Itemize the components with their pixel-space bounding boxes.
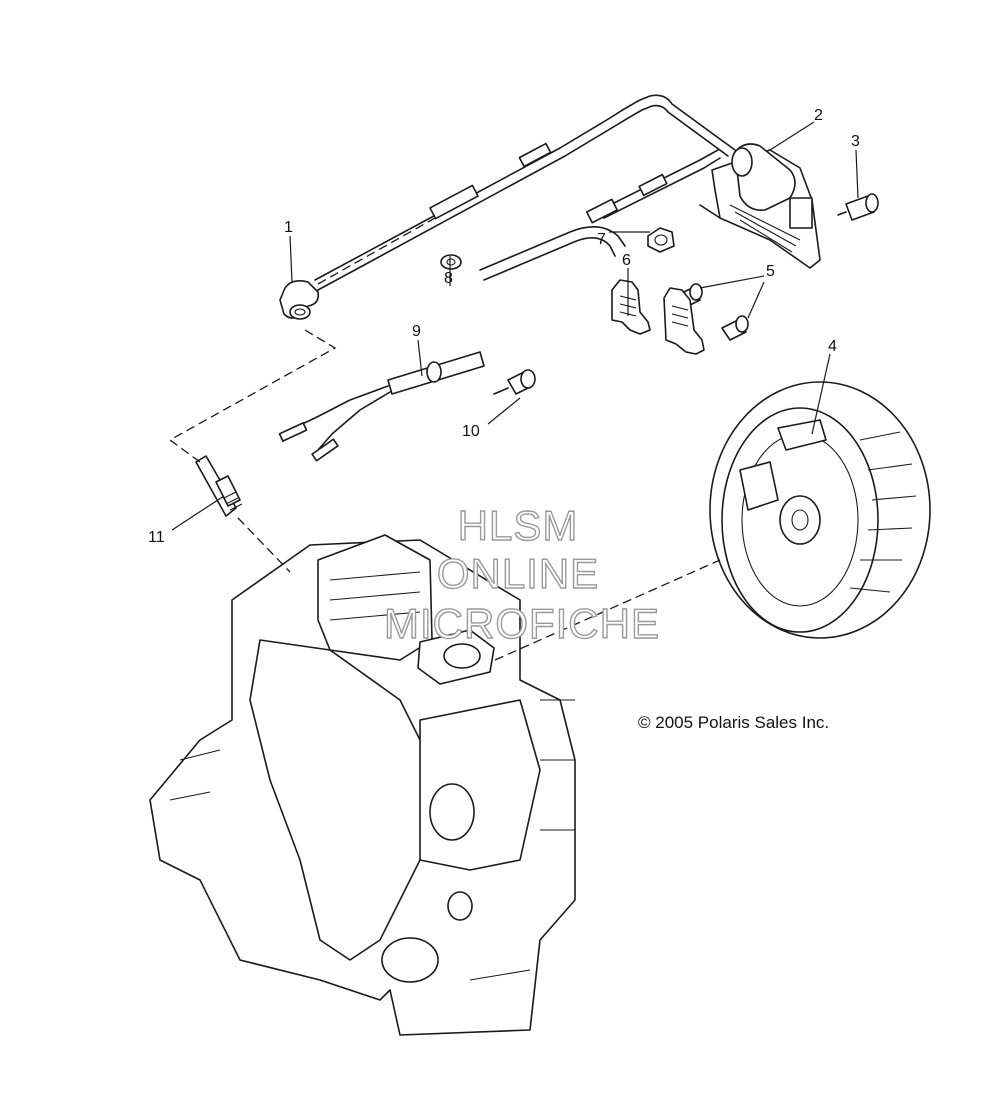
stator-trigger-modules [479,226,705,355]
callout-labels: 1 2 3 4 5 6 7 8 9 10 11 [148,107,860,546]
wire-connector [647,227,675,253]
wire-harness [278,351,485,462]
washer [440,254,462,270]
callout-4: 4 [828,338,837,355]
callout-3: 3 [851,133,860,150]
watermark-line-2: ONLINE [437,550,599,597]
flywheel [709,381,931,639]
assembly-lines [168,217,721,661]
callout-10: 10 [462,423,480,440]
callout-11: 11 [148,529,165,546]
watermark-line-3: MICROFICHE [384,600,660,647]
callout-8: 8 [444,270,453,287]
callout-9: 9 [412,323,421,340]
callout-leaders [171,121,859,531]
callout-7: 7 [597,231,606,248]
callout-2: 2 [814,107,823,124]
coil-mounting-screw [837,193,879,221]
copyright-text: © 2005 Polaris Sales Inc. [638,713,829,732]
callout-1: 1 [284,219,293,236]
spark-plug-cap [279,280,320,320]
harness-bolt [493,369,536,395]
coil-wire-secondary [586,149,721,224]
ignition-coil [699,143,821,269]
callout-6: 6 [622,252,631,269]
watermark-line-1: HLSM [458,502,579,549]
watermark: HLSM ONLINE MICROFICHE [383,501,660,647]
callout-5: 5 [766,263,775,280]
spark-plug [195,455,243,517]
spark-plug-wire [314,94,736,291]
engine-block [149,534,576,1036]
